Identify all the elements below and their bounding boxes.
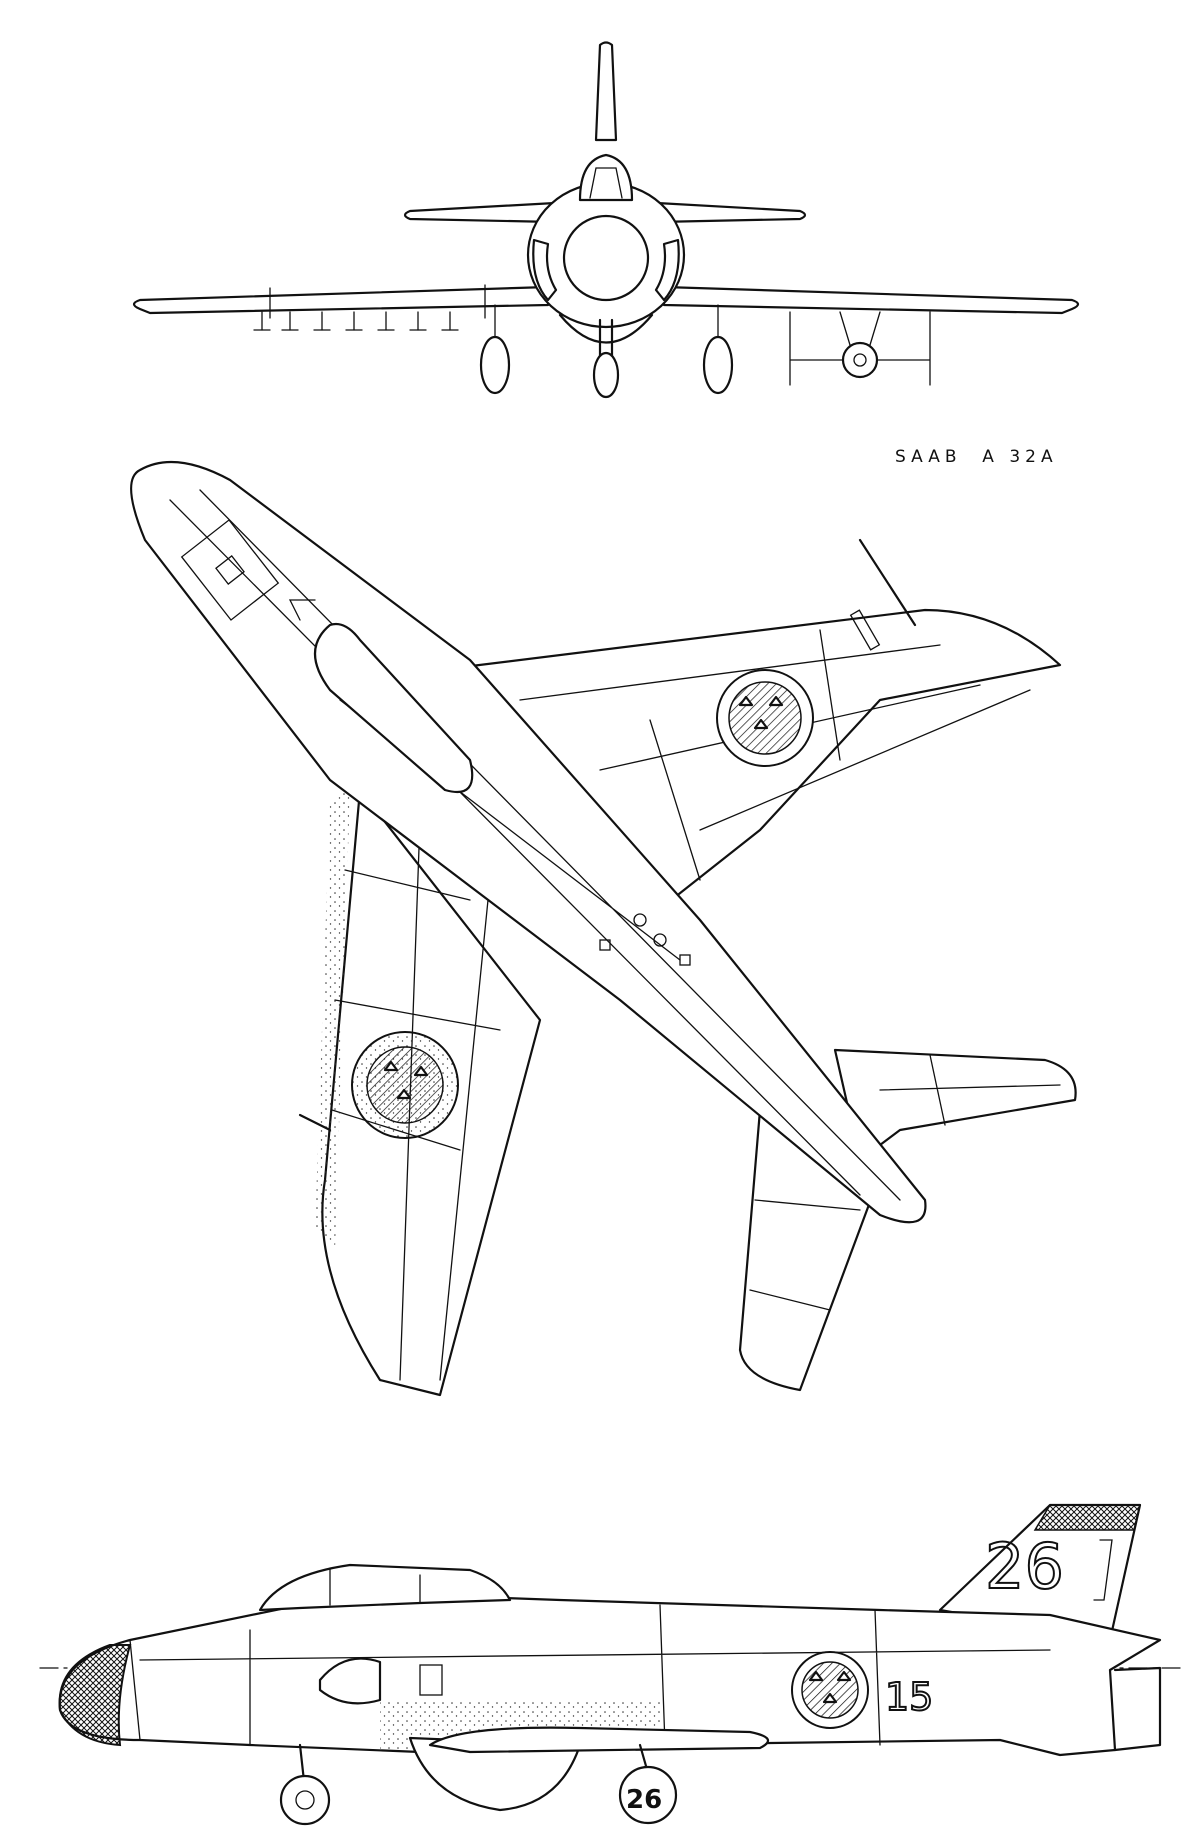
top-roundel-lower-wing	[351, 1031, 459, 1139]
drawing-title: SAAB A 32A	[895, 447, 1058, 467]
svg-text:26: 26	[985, 1530, 1064, 1603]
gear-door-number: 26	[626, 1785, 662, 1815]
top-view	[130, 460, 1077, 1397]
front-view	[132, 41, 1080, 399]
svg-text:26: 26	[626, 1785, 662, 1815]
side-roundel	[791, 1651, 869, 1729]
fin-number: 26	[984, 1529, 1065, 1604]
svg-text:15: 15	[885, 1675, 933, 1719]
top-roundel-upper-wing	[716, 669, 814, 767]
side-view: 26 15 2	[39, 1503, 1181, 1826]
fuselage-number: 15	[884, 1674, 934, 1720]
